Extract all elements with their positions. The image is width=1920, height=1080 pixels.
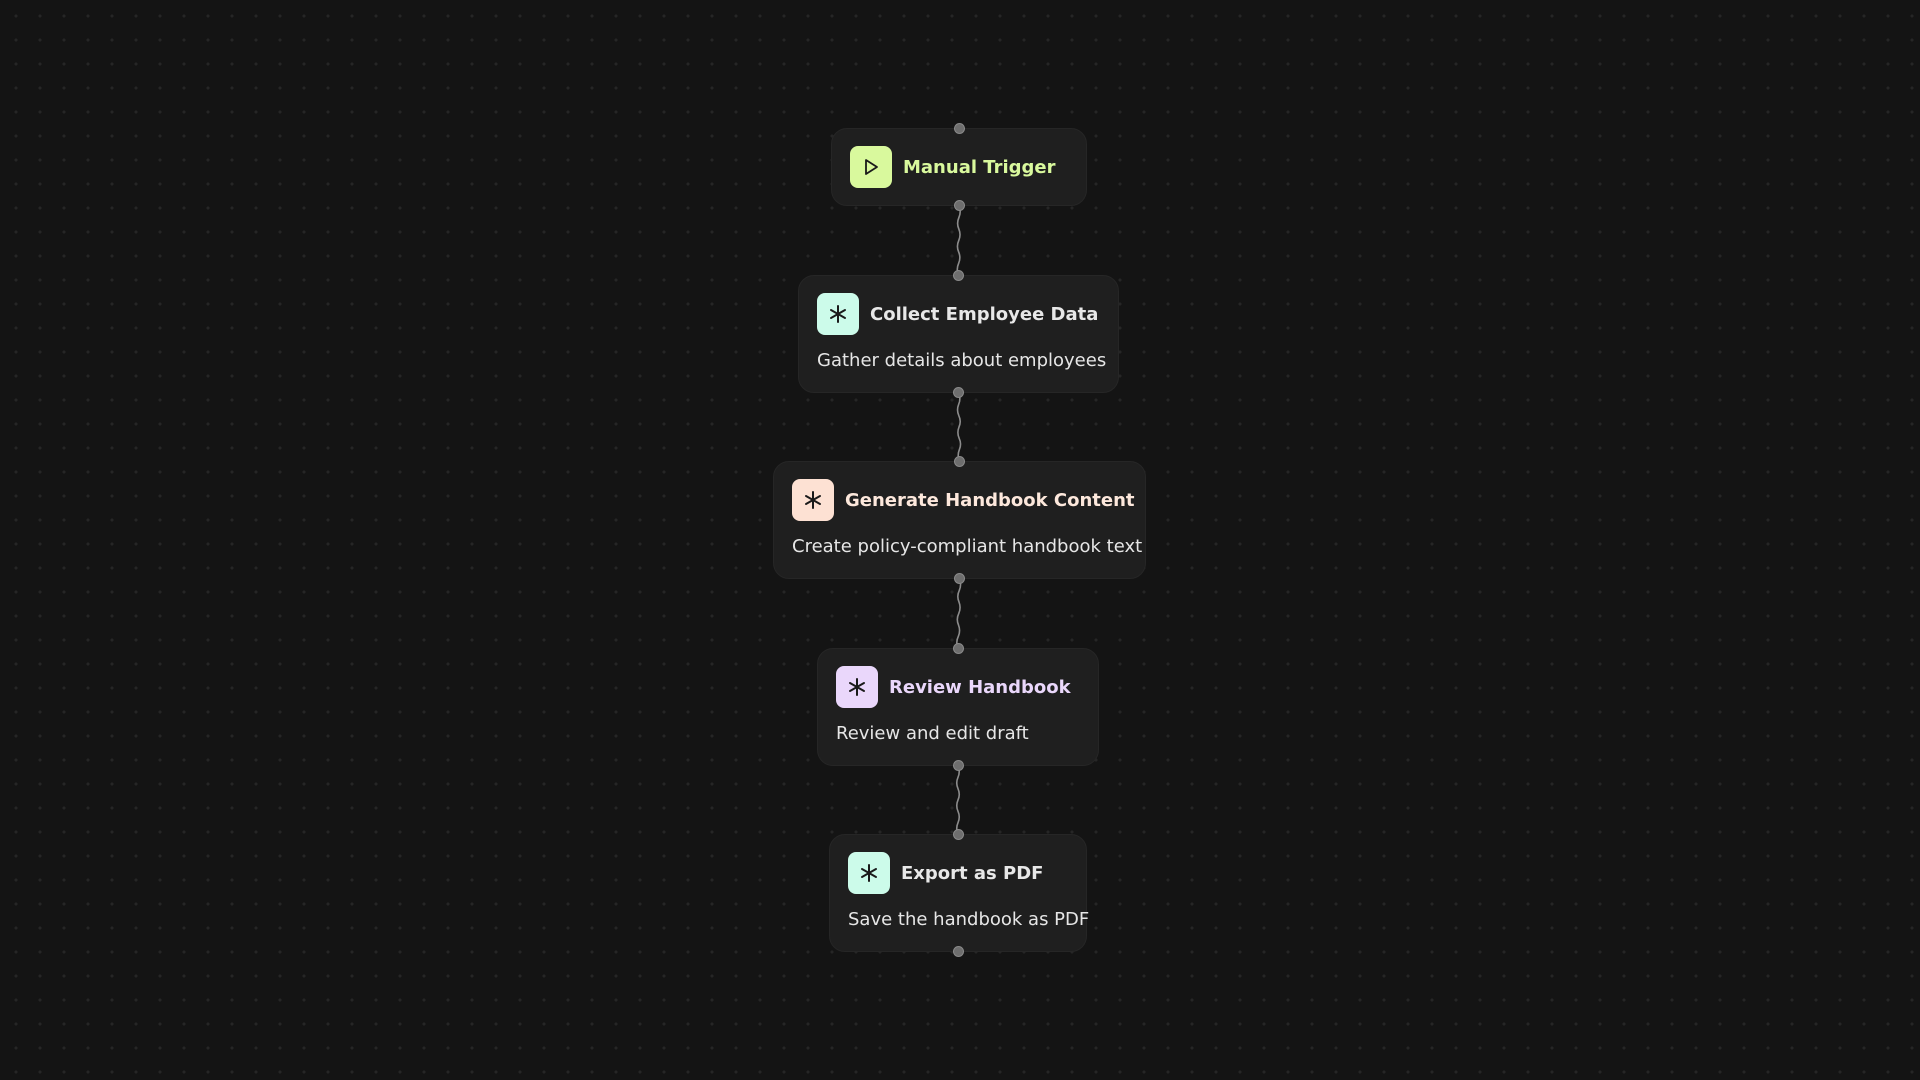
node-generate-handbook-content[interactable]: Generate Handbook Content Create policy-… — [773, 456, 1146, 584]
output-port[interactable] — [952, 760, 964, 771]
output-port[interactable] — [953, 387, 964, 398]
input-port[interactable] — [952, 829, 964, 840]
node-title: Export as PDF — [901, 862, 1044, 884]
node-header: Collect Employee Data — [817, 293, 1100, 335]
edge-connector — [955, 765, 961, 835]
node-manual-trigger[interactable]: Manual Trigger — [831, 123, 1087, 211]
node-description: Review and edit draft — [836, 723, 1029, 744]
play-icon — [850, 146, 892, 188]
node-header: Manual Trigger — [850, 146, 1068, 188]
input-port[interactable] — [953, 270, 964, 281]
node-description: Create policy-compliant handbook text — [792, 536, 1143, 557]
node-description: Gather details about employees — [817, 350, 1107, 371]
sparkle-icon — [836, 666, 878, 708]
edge-connector — [956, 578, 962, 649]
output-port[interactable] — [952, 946, 964, 957]
node-title: Review Handbook — [889, 676, 1071, 698]
node-header: Generate Handbook Content — [792, 479, 1135, 521]
node-header: Review Handbook — [836, 666, 1080, 708]
output-port[interactable] — [953, 200, 965, 211]
sparkle-icon — [792, 479, 834, 521]
input-port[interactable] — [953, 123, 965, 134]
node-title: Collect Employee Data — [870, 303, 1099, 325]
output-port[interactable] — [954, 573, 965, 584]
edge-connector — [956, 392, 962, 462]
node-title: Manual Trigger — [903, 156, 1056, 178]
node-export-as-pdf[interactable]: Export as PDF Save the handbook as PDF — [829, 829, 1090, 957]
input-port[interactable] — [954, 456, 965, 467]
node-title: Generate Handbook Content — [845, 489, 1135, 511]
sparkle-icon — [817, 293, 859, 335]
node-review-handbook[interactable]: Review Handbook Review and edit draft — [817, 643, 1099, 771]
sparkle-icon — [848, 852, 890, 894]
node-collect-employee-data[interactable]: Collect Employee Data Gather details abo… — [798, 270, 1119, 398]
node-header: Export as PDF — [848, 852, 1068, 894]
node-description: Save the handbook as PDF — [848, 909, 1090, 930]
edge-connector — [956, 205, 961, 276]
input-port[interactable] — [952, 643, 964, 654]
